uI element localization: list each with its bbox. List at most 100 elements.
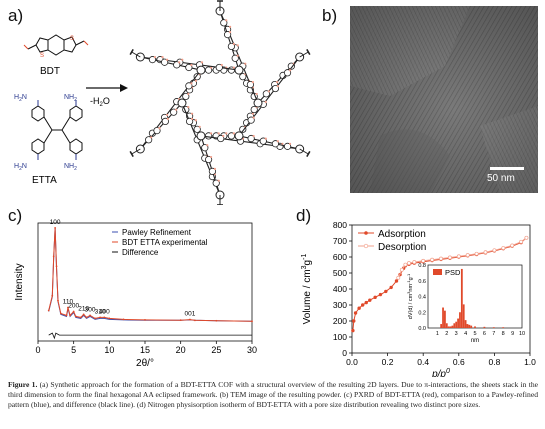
- pxrd-legend-entry: BDT ETTA experimental: [122, 238, 208, 247]
- scale-bar-label: 50 nm: [487, 173, 515, 184]
- framework-heteroatom: [175, 108, 178, 111]
- pxrd-exp-point: [89, 314, 91, 317]
- framework-heteroatom: [181, 58, 184, 61]
- psd-bar: [445, 323, 448, 328]
- psd-x-tick-label: 10: [519, 331, 525, 337]
- framework-heteroatom: [191, 117, 194, 120]
- pxrd-x-tick-label: 20: [176, 345, 186, 355]
- psd-x-tick-label: 1: [436, 331, 439, 337]
- psd-x-tick-label: 3: [455, 331, 458, 337]
- framework-heteroatom: [187, 92, 190, 96]
- svg-text:S: S: [40, 53, 44, 59]
- psd-bar: [464, 320, 467, 328]
- etta-amine-label-tr: NH2: [64, 94, 77, 103]
- pxrd-peak-label: 300: [85, 306, 96, 313]
- svg-text:S: S: [70, 36, 74, 42]
- iso-x-tick-label: 0.2: [382, 357, 394, 367]
- framework-ring: [208, 167, 216, 175]
- framework-terminal: [299, 51, 309, 58]
- framework-node: [253, 98, 263, 108]
- framework-heteroatom: [153, 56, 157, 59]
- iso-desorption-point: [430, 257, 435, 262]
- framework-ring: [185, 63, 193, 72]
- iso-adsorption-point: [368, 298, 372, 302]
- iso-desorption-point: [456, 254, 461, 259]
- iso-y-tick-label: 500: [333, 268, 347, 278]
- framework-heteroatom: [229, 31, 232, 34]
- framework-terminal-cap: [306, 49, 311, 55]
- framework-ring: [185, 82, 193, 90]
- pxrd-x-tick-label: 25: [211, 345, 221, 355]
- framework-node: [196, 65, 206, 75]
- framework-heteroatom: [244, 62, 247, 65]
- scale-bar: [490, 167, 524, 170]
- pxrd-exp-point: [51, 294, 54, 297]
- iso-desorption-point: [483, 250, 488, 255]
- framework-heteroatom: [276, 84, 280, 88]
- framework-heteroatom: [288, 69, 292, 72]
- pxrd-exp-point: [82, 313, 85, 316]
- pxrd-series-2: [48, 332, 252, 340]
- pxrd-legend-entry: Difference: [122, 248, 159, 257]
- iso-x-tick-label: 0.0: [346, 357, 358, 367]
- etta-molecule: [31, 100, 83, 160]
- framework-heteroatom: [165, 58, 169, 61]
- psd-y-axis-title: dV(d) / cm3nm-1g-1: [406, 273, 414, 319]
- framework-ring: [283, 69, 292, 77]
- framework-heteroatom: [220, 63, 223, 67]
- figure-caption: Figure 1. (a) Synthetic approach for the…: [8, 380, 538, 411]
- iso-adsorption-point: [378, 292, 383, 297]
- framework-heteroatom: [222, 134, 225, 138]
- framework-ring: [287, 62, 295, 70]
- pxrd-peak-label: 100: [50, 219, 61, 226]
- pxrd-peak-label: 001: [185, 311, 196, 318]
- iso-adsorption-point: [373, 295, 377, 300]
- framework-heteroatom: [217, 132, 220, 135]
- pxrd-exp-point: [54, 227, 57, 229]
- iso-desorption-point: [439, 256, 443, 261]
- framework-heteroatom: [255, 92, 258, 96]
- pxrd-exp-point: [59, 312, 62, 315]
- psd-x-tick-label: 2: [445, 331, 448, 337]
- framework-heteroatom: [232, 66, 235, 69]
- framework-heteroatom: [158, 127, 161, 130]
- pxrd-exp-point: [108, 317, 111, 320]
- framework-ring: [193, 73, 201, 81]
- iso-y-tick-label: 700: [333, 236, 347, 246]
- iso-x-tick-label: 0.8: [488, 357, 500, 367]
- framework-ring: [145, 136, 153, 144]
- iso-legend-marker: [363, 243, 369, 249]
- framework-heteroatom: [251, 112, 254, 115]
- framework-ring: [217, 134, 225, 143]
- framework-ring: [161, 117, 169, 126]
- iso-x-axis-title: p/p0: [431, 368, 450, 377]
- framework-heteroatom: [288, 142, 292, 145]
- framework-heteroatom: [190, 82, 193, 85]
- framework-heteroatom: [210, 155, 213, 159]
- bdt-label: BDT: [40, 66, 60, 77]
- psd-y-tick-label: 0.4: [418, 295, 426, 301]
- framework-terminal-cap: [129, 151, 134, 157]
- framework-ring: [271, 140, 280, 148]
- framework-ring: [247, 134, 255, 143]
- framework-heteroatom: [210, 66, 213, 69]
- pxrd-peak-label: 110: [63, 299, 74, 306]
- framework-ring: [173, 61, 181, 69]
- iso-desorption-point: [501, 246, 506, 250]
- pxrd-exp-point: [99, 316, 101, 319]
- pxrd-exp-point: [144, 318, 146, 321]
- pxrd-exp-point: [69, 314, 71, 317]
- iso-adsorption-point: [353, 311, 358, 315]
- iso-legend-marker: [364, 231, 368, 235]
- framework-heteroatom: [166, 117, 169, 120]
- framework-heteroatom: [264, 137, 267, 140]
- psd-bar: [455, 321, 458, 328]
- framework-heteroatom: [267, 90, 270, 93]
- framework-ring: [170, 108, 178, 116]
- framework-heteroatom: [187, 105, 190, 109]
- framework-heteroatom: [281, 142, 284, 145]
- iso-legend-entry: Adsorption: [378, 229, 426, 240]
- iso-desorption-point: [474, 251, 479, 256]
- pxrd-exp-point: [122, 318, 125, 321]
- psd-x-tick-label: 4: [464, 331, 467, 337]
